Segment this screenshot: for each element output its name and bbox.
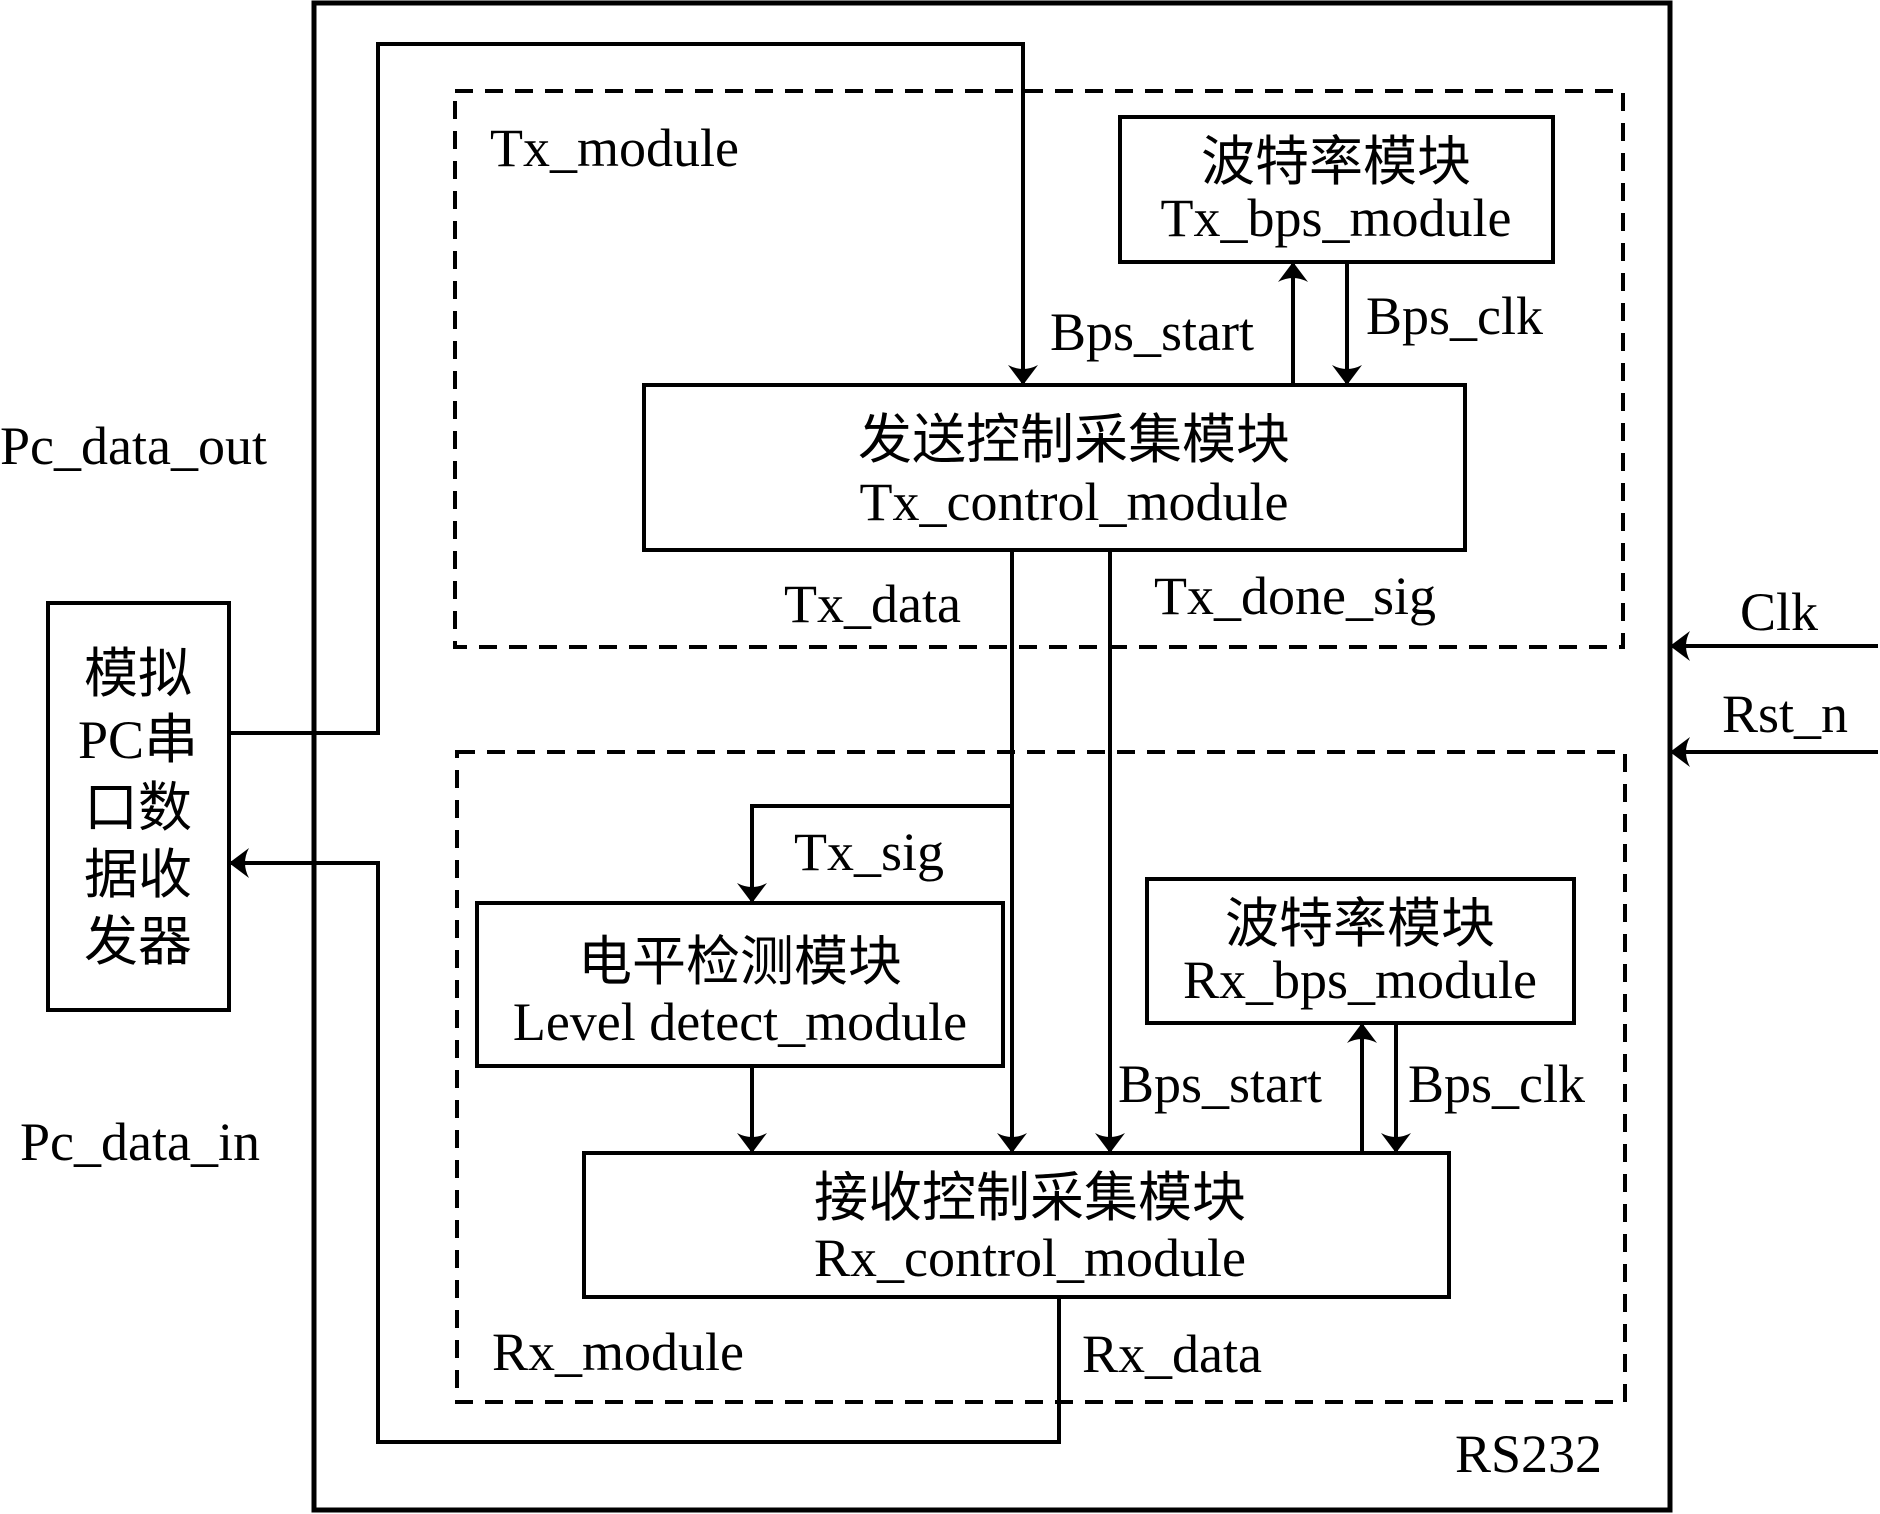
tx-bps-en: Tx_bps_module	[1161, 188, 1512, 248]
tx-bps-start-label: Bps_start	[1050, 302, 1254, 362]
pc-box-line-5: 发器	[84, 912, 192, 972]
level-detect-module-box	[475, 901, 1005, 1068]
rx-bps-clk-label: Bps_clk	[1408, 1054, 1585, 1114]
rx-control-en: Rx_control_module	[814, 1228, 1246, 1288]
tx-control-cn: 发送控制采集模块	[858, 410, 1290, 470]
rx-data-label: Rx_data	[1082, 1324, 1262, 1384]
tx-data-label: Tx_data	[784, 574, 961, 634]
rx-control-module-box	[582, 1151, 1451, 1299]
clk-label: Clk	[1740, 582, 1818, 642]
tx-bps-cn: 波特率模块	[1201, 132, 1471, 192]
tx-module-boundary	[453, 89, 1625, 649]
rx-module-label: Rx_module	[492, 1322, 744, 1382]
pc-box-line-1: 模拟	[84, 644, 192, 704]
tx-module-label: Tx_module	[490, 118, 739, 178]
rx-bps-start-label: Bps_start	[1118, 1054, 1322, 1114]
level-detect-cn: 电平检测模块	[578, 932, 902, 992]
tx-control-en: Tx_control_module	[860, 472, 1289, 532]
rx-bps-cn: 波特率模块	[1225, 894, 1495, 954]
rx-bps-en: Rx_bps_module	[1183, 950, 1537, 1010]
rx-module-boundary	[455, 750, 1627, 1404]
tx-control-module-box	[642, 383, 1467, 552]
pc-box-line-4: 据收	[84, 845, 192, 905]
pc-box-line-3: 口数	[84, 778, 192, 838]
tx-bps-module-box	[1118, 115, 1555, 264]
tx-sig-label: Tx_sig	[794, 822, 944, 882]
tx-done-sig-label: Tx_done_sig	[1154, 566, 1436, 626]
pc-data-out-wire	[229, 42, 1038, 735]
pc-serial-transceiver-box	[46, 601, 231, 1012]
rst-n-label: Rst_n	[1722, 684, 1848, 744]
level-detect-en: Level detect_module	[513, 992, 967, 1052]
pc-data-in-label: Pc_data_in	[20, 1112, 260, 1172]
pc-data-out-label: Pc_data_out	[0, 416, 267, 476]
rx-control-cn: 接收控制采集模块	[814, 1168, 1246, 1228]
tx-bps-clk-label: Bps_clk	[1366, 286, 1543, 346]
pc-box-line-2: PC串	[78, 710, 198, 770]
tx-sig-wire	[737, 804, 1012, 903]
rs232-label: RS232	[1455, 1424, 1602, 1484]
rx-data-wire	[229, 848, 1061, 1444]
